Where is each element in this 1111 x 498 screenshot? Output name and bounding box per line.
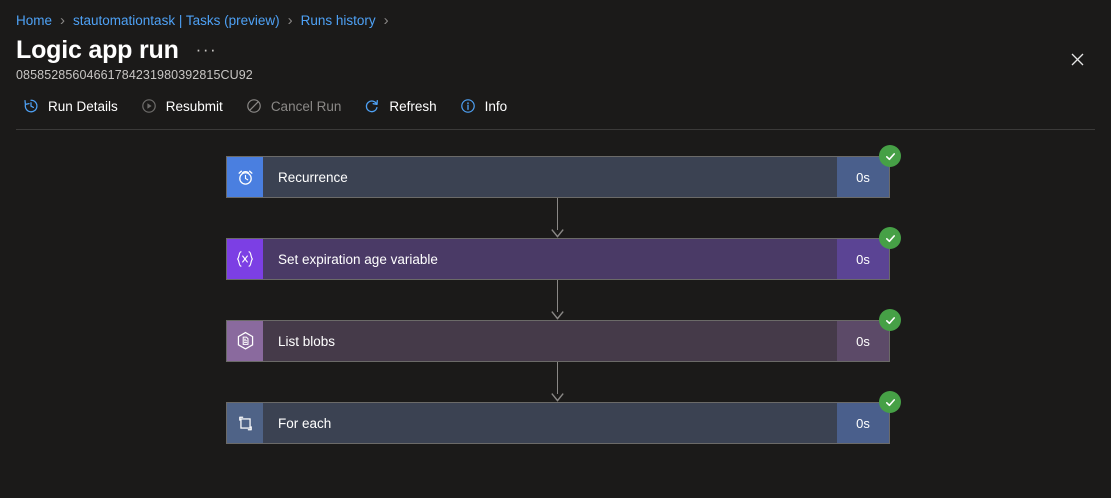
cancel-run-button: Cancel Run [245, 97, 342, 115]
arrow-down-icon [551, 225, 564, 243]
status-badge-succeeded [879, 145, 901, 167]
arrow-down-icon [551, 307, 564, 325]
breadcrumb-item-stautomationtask[interactable]: stautomationtask | Tasks (preview) [73, 13, 280, 28]
breadcrumb-item-home[interactable]: Home [16, 13, 53, 28]
breadcrumb: Home stautomationtask | Tasks (preview) … [0, 0, 1111, 30]
action-card[interactable]: Set expiration age variable 0s [226, 238, 890, 280]
breadcrumb-item-runs-history[interactable]: Runs history [300, 13, 376, 28]
command-bar: Run Details Resubmit Cancel Run Refresh [0, 82, 1111, 116]
info-icon [459, 97, 477, 115]
play-icon [140, 97, 158, 115]
refresh-button[interactable]: Refresh [363, 97, 437, 115]
flow-connector [226, 280, 890, 320]
connector-line [557, 198, 558, 230]
action-card[interactable]: Recurrence 0s [226, 156, 890, 198]
toolbar-divider [16, 129, 1095, 130]
run-details-button[interactable]: Run Details [22, 97, 118, 115]
action-duration: 0s [837, 157, 889, 197]
cancel-run-label: Cancel Run [270, 98, 342, 114]
action-title: List blobs [278, 333, 336, 349]
flow-node-list-blobs[interactable]: List blobs 0s [226, 309, 901, 362]
alarm-clock-icon [227, 157, 263, 197]
more-options-button[interactable]: ··· [195, 40, 218, 59]
close-icon[interactable] [1060, 42, 1094, 76]
action-duration: 0s [837, 321, 889, 361]
flow-connector [226, 198, 890, 238]
info-button[interactable]: Info [459, 97, 508, 115]
refresh-icon [363, 97, 381, 115]
resubmit-button[interactable]: Resubmit [140, 97, 223, 115]
resubmit-label: Resubmit [165, 98, 223, 114]
status-badge-succeeded [879, 391, 901, 413]
loop-icon [227, 403, 263, 443]
flow-node-for-each[interactable]: For each 0s [226, 391, 901, 444]
action-title: Recurrence [278, 169, 348, 185]
info-label: Info [484, 98, 508, 114]
arrow-down-icon [551, 389, 564, 407]
action-card[interactable]: List blobs 0s [226, 320, 890, 362]
connector-line [557, 362, 558, 394]
run-details-label: Run Details [48, 98, 118, 114]
status-badge-succeeded [879, 309, 901, 331]
history-icon [22, 97, 40, 115]
block-icon [245, 97, 263, 115]
breadcrumb-separator-icon [60, 13, 65, 28]
page-title: Logic app run [16, 36, 179, 64]
breadcrumb-separator-icon [384, 13, 389, 28]
run-id: 08585285604661784231980392815CU92 [16, 68, 253, 82]
action-duration: 0s [837, 239, 889, 279]
status-badge-succeeded [879, 227, 901, 249]
blob-storage-icon [227, 321, 263, 361]
action-title: Set expiration age variable [278, 251, 438, 267]
flow-node-set-expiration-age-variable[interactable]: Set expiration age variable 0s [226, 227, 901, 280]
flow-connector [226, 362, 890, 402]
variable-icon [227, 239, 263, 279]
action-title: For each [278, 415, 332, 431]
refresh-label: Refresh [389, 98, 437, 114]
action-duration: 0s [837, 403, 889, 443]
breadcrumb-separator-icon [288, 13, 293, 28]
page-title-row: Logic app run ··· [0, 30, 1111, 65]
flow-canvas: Recurrence 0s Set expiration age variabl… [0, 145, 1111, 444]
action-card[interactable]: For each 0s [226, 402, 890, 444]
connector-line [557, 280, 558, 312]
flow-node-recurrence[interactable]: Recurrence 0s [226, 145, 901, 198]
